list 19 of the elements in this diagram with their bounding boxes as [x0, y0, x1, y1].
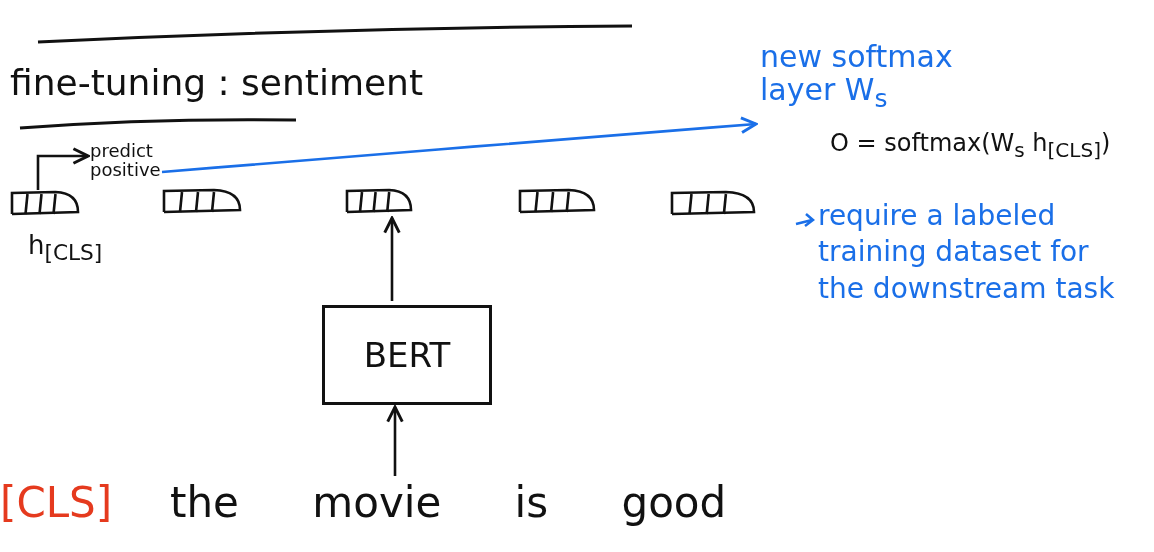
vector-box: [345, 188, 413, 214]
model-box: [322, 305, 492, 405]
vector-label: h$_{[CLS]}$: [28, 230, 103, 266]
note-text: require a labeled training dataset for the downstream task: [818, 198, 1116, 307]
title: fine-tuning : sentiment: [10, 62, 424, 103]
model-label: BERT: [363, 335, 451, 375]
arrow: [383, 216, 401, 301]
formula: O = softmax(W$_{s}$ h$_{[CLS]}$): [830, 128, 1112, 163]
vector-box: [10, 190, 80, 216]
arrow: [36, 147, 90, 190]
input-sentence: the movie is good: [170, 478, 727, 527]
prediction-text: predict positive: [90, 142, 162, 180]
annotation-text: new softmax layer W$_{s}$: [760, 40, 954, 113]
arrow: [161, 116, 758, 174]
vector-box: [162, 188, 242, 214]
vector-box: [670, 190, 756, 216]
special-token: [CLS]: [0, 478, 113, 527]
arrow: [386, 405, 404, 476]
vector-box: [518, 188, 596, 214]
